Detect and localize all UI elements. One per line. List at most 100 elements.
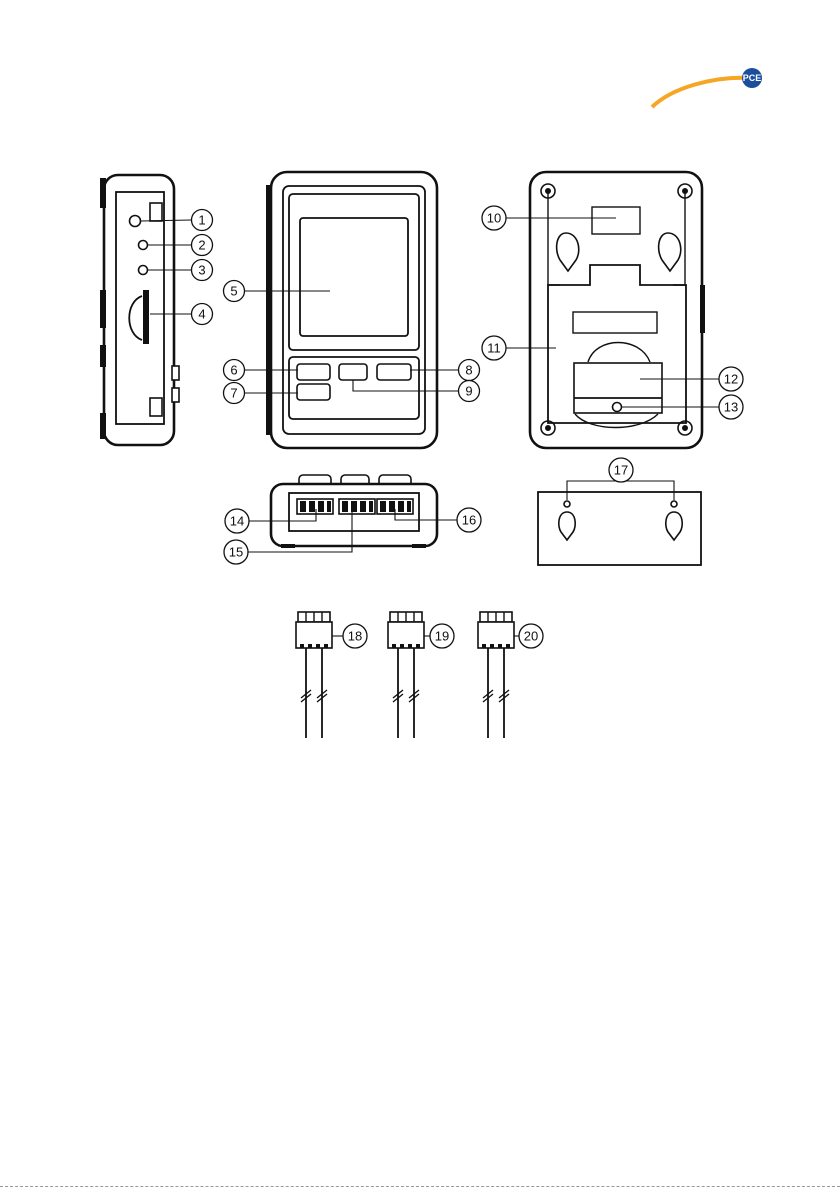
svg-text:11: 11 (487, 341, 501, 356)
plug-pin (416, 644, 420, 648)
callout-4: 4 (192, 304, 213, 325)
plug-pin (400, 644, 404, 648)
jack-2 (139, 241, 148, 250)
svg-text:6: 6 (230, 363, 237, 378)
callout-11: 11 (482, 336, 506, 360)
front-body (271, 172, 437, 448)
page-bottom-rule (0, 1186, 840, 1187)
side-rail (100, 178, 106, 208)
callout-12: 12 (719, 367, 743, 391)
pin (407, 501, 411, 512)
callout-18: 18 (343, 624, 367, 648)
svg-text:19: 19 (435, 629, 449, 644)
side-view (100, 175, 179, 445)
svg-text:16: 16 (462, 513, 476, 528)
callout-17: 17 (609, 458, 633, 482)
logo-arc (652, 78, 752, 107)
callout-3: 3 (192, 260, 213, 281)
plug-pin (392, 644, 396, 648)
side-tab-top (150, 203, 162, 221)
callout-20: 20 (519, 624, 543, 648)
leader-17 (567, 481, 674, 500)
plug-pin (300, 644, 304, 648)
pce-logo: PCE (652, 68, 762, 107)
svg-text:14: 14 (230, 514, 244, 529)
wall-bracket (538, 492, 701, 565)
svg-text:9: 9 (465, 384, 472, 399)
button-7 (297, 384, 330, 400)
front-edge (266, 185, 271, 435)
probe-20 (478, 612, 514, 738)
callout-13: 13 (719, 395, 743, 419)
pin (360, 501, 366, 512)
svg-text:13: 13 (724, 400, 738, 415)
pin (369, 501, 373, 512)
svg-text:8: 8 (465, 363, 472, 378)
plug-pin (482, 644, 486, 648)
side-rail (100, 345, 106, 367)
svg-text:12: 12 (724, 372, 738, 387)
plug-pin (308, 644, 312, 648)
svg-text:17: 17 (614, 463, 628, 478)
callout-7: 7 (224, 383, 245, 404)
plug-pin (316, 644, 320, 648)
plug-pin (408, 644, 412, 648)
bracket-hole (564, 501, 570, 507)
button-9 (339, 364, 367, 380)
bracket-keyhole-right (666, 512, 682, 540)
callout-2: 2 (192, 235, 213, 256)
corner-screw-head (545, 425, 551, 431)
logo-text: PCE (743, 73, 762, 83)
callout-19: 19 (430, 624, 454, 648)
pin (309, 501, 315, 512)
svg-text:5: 5 (230, 284, 237, 299)
pin (300, 501, 306, 512)
callout-15: 15 (224, 540, 248, 564)
svg-text:3: 3 (198, 263, 205, 278)
door-screw (613, 403, 622, 412)
side-button (172, 388, 179, 402)
side-rail (100, 413, 106, 439)
svg-text:18: 18 (348, 629, 362, 644)
back-side-rail (700, 285, 705, 333)
callout-6: 6 (224, 360, 245, 381)
probe-18 (296, 612, 332, 738)
svg-text:2: 2 (198, 238, 205, 253)
sd-card-slot (143, 290, 149, 344)
callout-1: 1 (192, 210, 213, 231)
callout-9: 9 (459, 381, 480, 402)
svg-text:10: 10 (487, 211, 501, 226)
jack-1 (130, 216, 141, 227)
side-tab-bottom (150, 398, 162, 416)
pin (398, 501, 404, 512)
svg-text:20: 20 (524, 629, 538, 644)
plug-pin (490, 644, 494, 648)
button-6 (297, 364, 330, 380)
bottom-view (271, 475, 437, 548)
side-rail (100, 290, 106, 328)
svg-text:1: 1 (198, 213, 205, 228)
side-button (172, 366, 179, 380)
callout-8: 8 (459, 360, 480, 381)
pin (318, 501, 324, 512)
pin (380, 501, 386, 512)
callout-5: 5 (224, 281, 245, 302)
plug-pin (498, 644, 502, 648)
callout-16: 16 (457, 508, 481, 532)
pin (342, 501, 348, 512)
foot (412, 544, 426, 548)
callout-10: 10 (482, 206, 506, 230)
callout-14: 14 (225, 509, 249, 533)
foot (281, 544, 295, 548)
corner-screw-head (682, 425, 688, 431)
front-view (266, 172, 437, 448)
svg-text:15: 15 (229, 545, 243, 560)
bracket-keyhole-left (559, 512, 575, 540)
jack-3 (139, 266, 148, 275)
svg-text:4: 4 (198, 307, 205, 322)
plug-pin (324, 644, 328, 648)
probe-19 (388, 612, 424, 738)
pin (389, 501, 395, 512)
bracket-hole (671, 501, 677, 507)
